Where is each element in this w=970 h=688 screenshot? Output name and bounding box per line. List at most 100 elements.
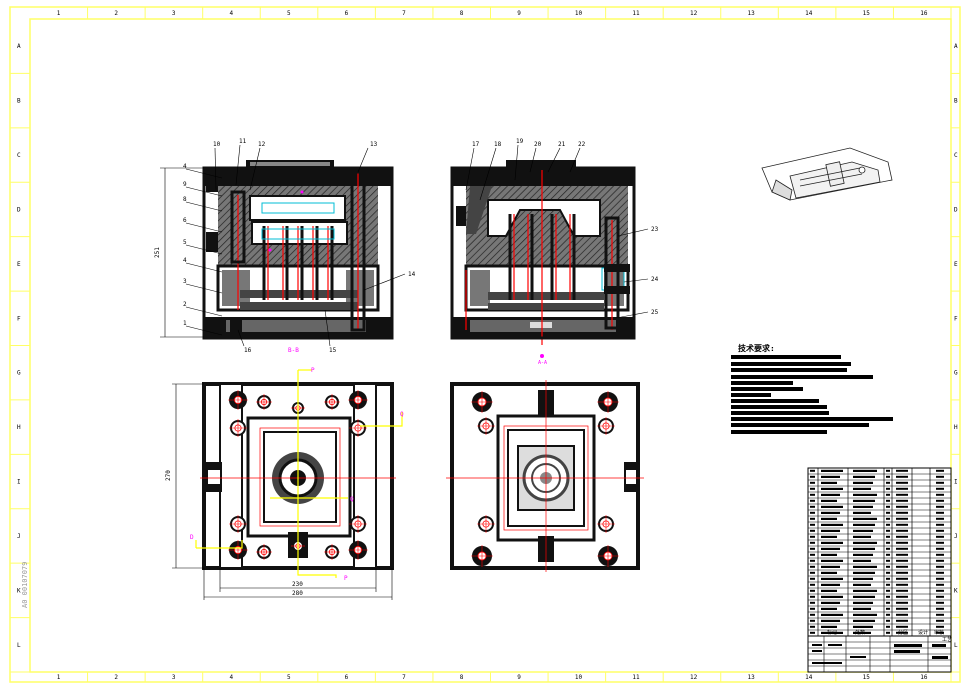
- top-height-dimension: 270: [165, 470, 172, 481]
- top-inner-width-dimension: 230: [292, 581, 303, 588]
- left-zone-letter: D: [17, 206, 21, 213]
- left-zone-letter: L: [17, 642, 21, 649]
- left-zone-letter: G: [17, 370, 21, 377]
- side-callout-22: 22: [578, 141, 586, 148]
- left-zone-letter: F: [17, 315, 21, 322]
- front-left-callout: 1: [183, 320, 187, 327]
- front-left-callout: 3: [183, 278, 187, 285]
- title-block: 标记 处数 分区 设计 审核 工艺: [807, 629, 952, 673]
- zone-ticks: [10, 7, 960, 682]
- front-section-label: B-B: [288, 347, 299, 354]
- left-zone-letter: E: [17, 261, 21, 268]
- front-left-callout: 6: [183, 217, 187, 224]
- top-zone-number: 3: [172, 10, 176, 17]
- front-left-callout: 2: [183, 301, 187, 308]
- top-outer-width-dimension: 280: [292, 590, 303, 597]
- side-callout-17: 17: [472, 141, 480, 148]
- title-label-mark: 标记: [827, 629, 837, 636]
- top-zone-number: 16: [920, 10, 928, 17]
- left-zone-labels: A B C D E F G H I J K L: [17, 43, 21, 649]
- top-zone-number: 7: [402, 10, 406, 17]
- side-callout-25: 25: [651, 309, 659, 316]
- left-zone-letter: A: [17, 43, 21, 50]
- right-zone-letter: I: [954, 479, 958, 486]
- right-zone-letter: L: [954, 642, 958, 649]
- right-zone-letter: D: [954, 206, 958, 213]
- top-zone-number: 8: [460, 10, 464, 17]
- title-label-design: 设计: [918, 629, 928, 636]
- bottom-zone-number: 11: [632, 674, 640, 681]
- tech-requirements-title: 技术要求:: [738, 343, 775, 353]
- bottom-zone-number: 2: [114, 674, 118, 681]
- front-callout-13: 13: [370, 141, 378, 148]
- bottom-zone-number: 6: [345, 674, 349, 681]
- left-zone-letter: H: [17, 424, 21, 431]
- front-left-callout: 9: [183, 181, 187, 188]
- right-zone-letter: C: [954, 152, 958, 159]
- top-zone-number: 14: [805, 10, 813, 17]
- side-callout-23: 23: [651, 226, 659, 233]
- top-zone-number: 11: [632, 10, 640, 17]
- bottom-zone-number: 12: [690, 674, 698, 681]
- cooling-label-p-bottom: P: [344, 575, 348, 582]
- front-callout-15: 15: [329, 347, 337, 354]
- cooling-label-d-left: D: [190, 534, 194, 541]
- side-section-view: 17 18 19 20 21 22 23 24 25 A-A: [450, 138, 659, 366]
- cooling-label-q-mid: Q: [350, 496, 354, 503]
- bottom-zone-number: 5: [287, 674, 291, 681]
- side-callout-20: 20: [534, 141, 542, 148]
- left-zone-letter: C: [17, 152, 21, 159]
- front-callout-10: 10: [213, 141, 221, 148]
- bom-rows: [808, 469, 951, 637]
- fixed-view-bolts: [471, 391, 619, 567]
- left-zone-letter: K: [17, 587, 21, 594]
- top-zone-number: 2: [114, 10, 118, 17]
- top-zone-number: 9: [517, 10, 521, 17]
- bottom-zone-number: 7: [402, 674, 406, 681]
- right-zone-letter: A: [954, 43, 958, 50]
- bottom-zone-number: 9: [517, 674, 521, 681]
- bottom-zone-number: 1: [57, 674, 61, 681]
- top-zone-number: 6: [345, 10, 349, 17]
- front-callout-16: 16: [244, 347, 252, 354]
- side-section-label: A-A: [538, 360, 547, 366]
- top-view-bolts: [228, 390, 368, 560]
- bottom-zone-number: 16: [920, 674, 928, 681]
- technical-requirements: 技术要求:: [731, 343, 893, 434]
- left-zone-letter: I: [17, 479, 21, 486]
- top-view-moving-half: P Q Q P D 270 230 280: [165, 367, 404, 600]
- title-label-zone: 分区: [898, 629, 908, 636]
- bottom-zone-number: 3: [172, 674, 176, 681]
- bottom-zone-number: 15: [863, 674, 871, 681]
- top-zone-number: 4: [229, 10, 233, 17]
- front-top-callouts: 10 11 12 13 14 16 15: [213, 138, 416, 354]
- front-callout-12: 12: [258, 141, 266, 148]
- top-zone-number: 12: [690, 10, 698, 17]
- right-zone-letter: G: [954, 370, 958, 377]
- top-zone-number: 13: [748, 10, 756, 17]
- top-view-fixed-half: [446, 380, 644, 572]
- bill-of-materials: [807, 467, 952, 637]
- left-zone-letter: J: [17, 533, 21, 540]
- front-left-callout: 4: [183, 257, 187, 264]
- side-callout-21: 21: [558, 141, 566, 148]
- right-zone-letter: K: [954, 587, 958, 594]
- right-zone-letter: E: [954, 261, 958, 268]
- top-zone-number: 10: [575, 10, 583, 17]
- right-zone-letter: B: [954, 98, 958, 105]
- front-left-callout: 8: [183, 196, 187, 203]
- title-label-count: 处数: [855, 629, 865, 636]
- bottom-zone-number: 8: [460, 674, 464, 681]
- title-label-review: 审核: [934, 629, 944, 636]
- cooling-label-q-right: Q: [400, 411, 404, 418]
- bottom-zone-number: 10: [575, 674, 583, 681]
- right-zone-letter: J: [954, 533, 958, 540]
- left-zone-letter: B: [17, 98, 21, 105]
- side-top-callouts: 17 18 19 20 21 22 23 24 25: [472, 138, 659, 316]
- front-left-callout: 4: [183, 163, 187, 170]
